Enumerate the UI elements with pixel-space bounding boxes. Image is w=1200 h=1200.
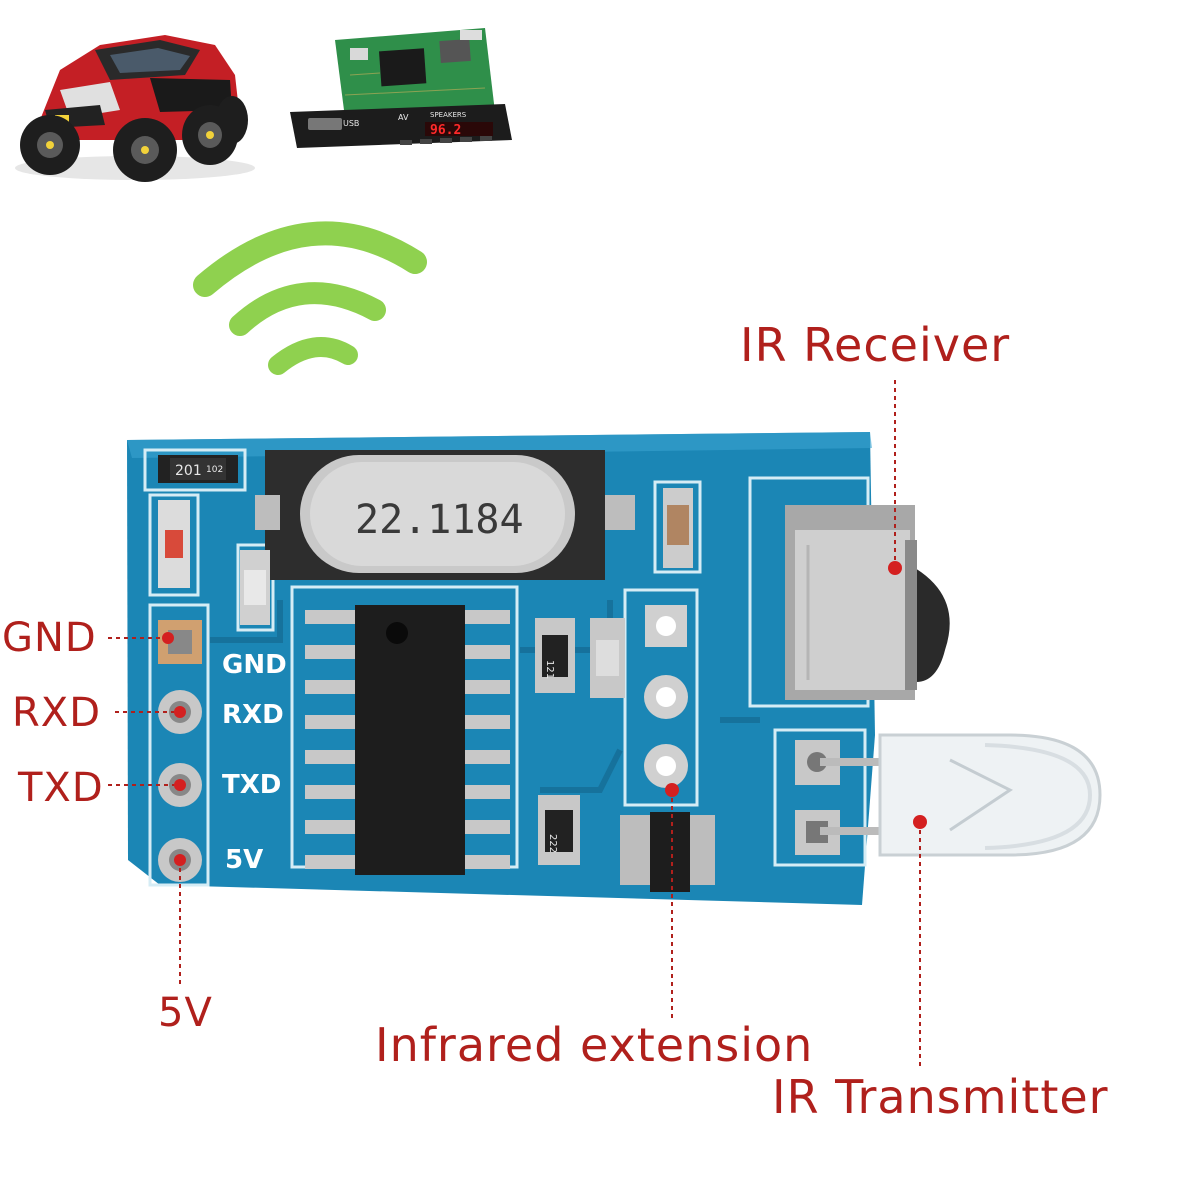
audio-display-readout: 96.2 xyxy=(430,123,461,138)
crystal-marking: 22.1184 xyxy=(355,497,524,543)
gnd-label: GND xyxy=(2,615,97,661)
usb-label: USB xyxy=(343,119,359,128)
ir-receiver-component xyxy=(785,505,950,700)
ic-chip xyxy=(305,605,510,875)
ir-module-board: 22.1184 201 102 xyxy=(127,432,1102,905)
five-v-label: 5V xyxy=(158,990,213,1036)
resistor-top-marking: 201 xyxy=(175,463,202,479)
resistor-bottom-marking: 222 xyxy=(547,834,558,853)
speakers-label: SPEAKERS xyxy=(430,111,467,119)
audio-module-image: USB AV SPEAKERS 96.2 xyxy=(290,28,512,148)
silk-txd: TXD xyxy=(222,770,281,800)
ir-transmitter-led xyxy=(795,733,1102,857)
callout-lines xyxy=(108,380,921,1068)
callout-dots xyxy=(162,561,927,866)
rc-truck-image xyxy=(15,35,255,182)
silk-rxd: RXD xyxy=(222,700,284,730)
crystal-oscillator: 22.1184 xyxy=(255,450,635,580)
resistor-top-small-marking: 102 xyxy=(206,465,223,475)
resistor-mid-marking: 121 xyxy=(544,660,555,679)
txd-label: TXD xyxy=(18,765,104,811)
ir-transmitter-label: IR Transmitter xyxy=(772,1070,1109,1124)
rxd-label: RXD xyxy=(12,690,101,736)
silk-gnd: GND xyxy=(222,650,287,680)
wireless-signal-icon xyxy=(193,221,427,375)
av-label: AV xyxy=(398,113,409,122)
ir-receiver-label: IR Receiver xyxy=(740,318,1011,372)
infrared-extension-pads xyxy=(644,605,688,788)
infrared-extension-label: Infrared extension xyxy=(375,1018,814,1072)
silk-5v: 5V xyxy=(225,845,263,875)
